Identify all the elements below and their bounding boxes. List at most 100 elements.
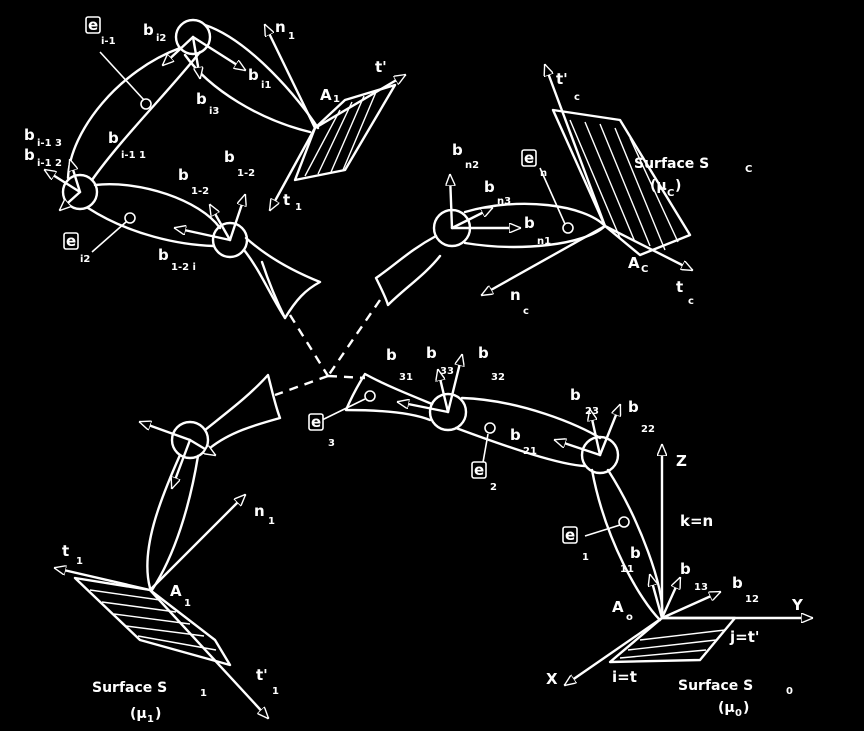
label-t1-bottom: t (62, 542, 69, 560)
top-right-chain (374, 65, 692, 307)
centroid-box-3 (308, 413, 324, 431)
svg-text:13: 13 (694, 582, 708, 593)
joint-1-bottom (170, 420, 210, 460)
centroid-2 (484, 422, 496, 434)
svg-text:): ) (743, 700, 749, 716)
gripper-3 (344, 372, 434, 422)
label-e-1: e (565, 526, 575, 544)
label-tprime-1-bottom: t' (256, 666, 268, 684)
label-b-32: b (478, 344, 489, 362)
centroid-3 (364, 390, 376, 402)
surface-s1 (73, 576, 232, 667)
top-left-chain (45, 18, 405, 320)
svg-text:i-1: i-1 (101, 36, 116, 47)
dashed-connections (274, 299, 381, 397)
link-i (203, 23, 320, 130)
label-n1-bottom: n (254, 502, 265, 520)
labels: e i-1 b i2 n 1 t' b i1 A 1 b i3 b i-1 3 … (24, 16, 804, 725)
svg-text:i2: i2 (156, 33, 166, 44)
svg-text:n1: n1 (537, 236, 551, 247)
svg-text:1: 1 (295, 202, 302, 213)
label-a1-top: A (320, 86, 332, 104)
svg-text:12: 12 (745, 594, 759, 605)
label-t-c: t (676, 278, 683, 296)
centroid-box-2 (471, 461, 487, 479)
label-b-i1: b (248, 66, 259, 84)
label-surface-s0: Surface S (678, 678, 753, 694)
joint-i (174, 18, 212, 56)
link-2-top (460, 396, 602, 440)
label-y: Y (791, 596, 804, 614)
svg-text:1-2: 1-2 (191, 186, 209, 197)
svg-text:i-1 2: i-1 2 (37, 158, 62, 169)
svg-text:i-1 3: i-1 3 (37, 138, 62, 149)
label-z: Z (676, 452, 687, 470)
svg-text:1: 1 (582, 552, 589, 563)
centroid-1 (618, 516, 630, 528)
svg-text:C: C (641, 264, 648, 275)
link-2-bot (454, 426, 587, 468)
link-1-2-inner (86, 206, 216, 248)
svg-text:): ) (155, 706, 161, 722)
svg-text:1-2 i: 1-2 i (171, 262, 196, 273)
svg-text:1: 1 (184, 598, 191, 609)
label-b-23: b (570, 386, 581, 404)
svg-text:n3: n3 (497, 196, 511, 207)
label-tprime-top: t' (375, 58, 387, 76)
svg-text:c: c (523, 306, 529, 317)
gripper-bottom-left (203, 373, 282, 450)
label-n1-top: n (275, 18, 286, 36)
svg-text:n: n (540, 168, 547, 179)
gripper-top-left (242, 236, 322, 320)
svg-text:0: 0 (786, 686, 793, 697)
svg-text:c: c (574, 92, 580, 103)
svg-text:): ) (675, 178, 681, 194)
svg-text:C: C (667, 188, 674, 199)
label-x: X (546, 670, 558, 688)
label-b-13: b (680, 560, 691, 578)
label-ac: A (628, 254, 640, 272)
svg-text:3: 3 (328, 438, 335, 449)
label-surface-sc: Surface S (634, 156, 709, 172)
label-b-31: b (386, 346, 397, 364)
label-e-i-1: e (88, 16, 98, 34)
bottom-left-chain (55, 373, 282, 718)
svg-text:C: C (745, 164, 752, 175)
label-b-i2: b (143, 21, 154, 39)
label-b-11: b (630, 544, 641, 562)
label-n-c: n (510, 286, 521, 304)
label-i-t: i=t (612, 668, 637, 686)
svg-text:n2: n2 (465, 160, 479, 171)
label-b-1-2-b: b (178, 166, 189, 184)
label-b-n2: b (452, 141, 463, 159)
label-b-22: b (628, 398, 639, 416)
svg-text:1: 1 (333, 94, 340, 105)
label-b-12: b (732, 574, 743, 592)
svg-text:23: 23 (585, 406, 599, 417)
svg-text:32: 32 (491, 372, 505, 383)
label-b-1-2-c: b (158, 246, 169, 264)
label-mu-0: (μ (718, 700, 735, 716)
centroid-i2 (124, 212, 136, 224)
svg-text:1: 1 (76, 556, 83, 567)
label-b-33: b (426, 344, 437, 362)
svg-text:1: 1 (288, 31, 295, 42)
svg-text:2: 2 (490, 482, 497, 493)
centroid-box-i-1 (85, 16, 101, 34)
svg-text:i-1 1: i-1 1 (121, 150, 146, 161)
link-i-1-inner (90, 50, 202, 182)
surface-a1-top (293, 83, 397, 182)
surface-sc (551, 108, 692, 257)
svg-text:c: c (688, 296, 694, 307)
svg-text:0: 0 (735, 708, 742, 719)
label-b-i-1-1: b (108, 129, 119, 147)
centroid-i-1 (140, 98, 152, 110)
label-b-21: b (510, 426, 521, 444)
gripper-top-right (374, 234, 442, 307)
label-b-i-1-3: b (24, 126, 35, 144)
svg-text:1: 1 (147, 714, 154, 725)
svg-text:31: 31 (399, 372, 413, 383)
svg-text:i1: i1 (261, 80, 271, 91)
label-k-n: k=n (680, 512, 713, 530)
